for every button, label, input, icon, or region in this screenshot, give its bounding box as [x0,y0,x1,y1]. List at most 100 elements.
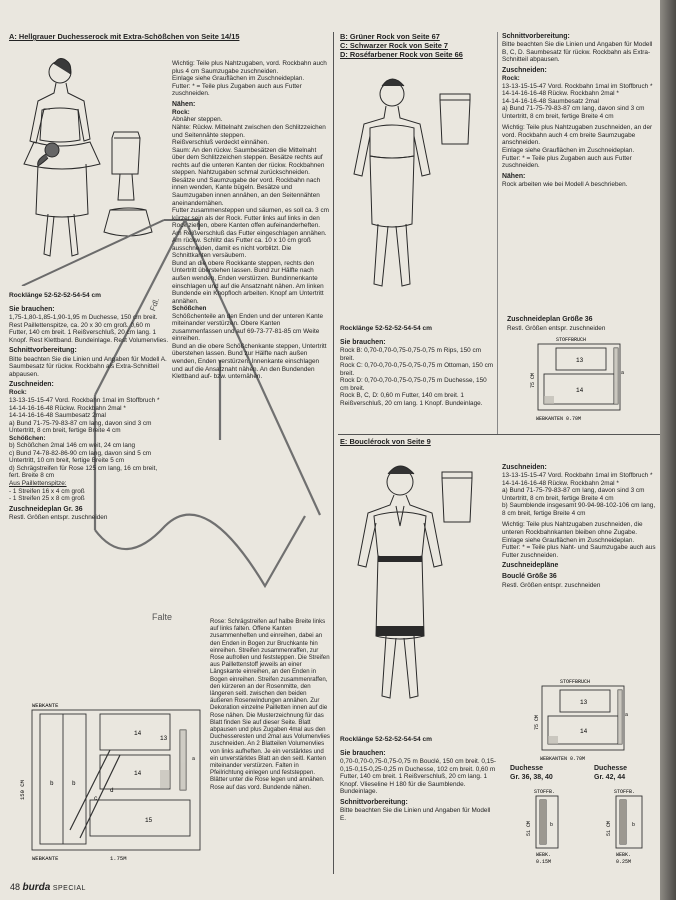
webkante-top-label: WEBKANTE [32,702,59,709]
piece-label: 15 [145,817,153,824]
sie-brauchen-heading: Sie brauchen: [340,750,386,757]
length-label: 0.15M [536,859,551,865]
piece-label: a [192,756,195,762]
zuschneiden-line: b) Schößchen 2mal 146 cm weit, 24 cm lan… [9,442,136,450]
zuschneiden-line: b) Saumblende insgesamt 90-94-98-102-106… [502,502,656,517]
naehen-heading: Nähen: [172,100,196,108]
schnittvorbereitung-text: Bitte beachten Sie die Linien und Angabe… [340,807,491,822]
piece-label: b [550,822,553,828]
naehen-text: Rock arbeiten wie bei Modell A beschrieb… [502,180,628,188]
schnittvorbereitung-heading: Schnittvorbereitung: [9,347,77,355]
wichtig-line: Futter: * = Teile plus Zugaben auch aus … [502,154,632,170]
cutting-layout-bcd: STOFFBRUCH WEBKANTEN 0.70M 75 CM 13 14 a [530,337,624,422]
sie-brauchen-text: 1,75-1,80-1,85-1,90-1,95 m Duchesse, 150… [9,314,169,344]
zuschneiden-line: Aus Paillettenspitze: [9,480,67,487]
section-d-title: D: Roséfarbener Rock von Seite 66 [340,50,463,59]
naehen-line: Reißverschluß verdeckt einnähen. [172,139,269,147]
naehen-line: Bund an die obere Rockkante steppen, rec… [172,259,324,305]
duchesse2-sizes: Gr. 42, 44 [594,774,626,781]
zuschneiden-line: 14-14-16-16-48 Rückw. Rockbahn 2mal * [9,404,126,412]
duchesse2-heading: Duchesse [594,765,628,772]
zuschneiden-line: 13-13-15-15-47 Vord. Rockbahn 1mal im St… [502,472,653,480]
wichtig-line: Futter: * = Teile plus Naht- und Saumzug… [502,544,656,559]
magazine-page: A: Hellgrauer Duchesserock mit Extra-Sch… [0,0,660,900]
naehen-line: Saum: An den rückw. Saumbesätzen die Mit… [172,146,325,207]
piece-label: 13 [160,735,168,742]
schnittvorbereitung-heading: Schnittvorbereitung: [340,798,408,806]
plan-sub: Restl. Größen entspr. zuschneiden [507,325,606,332]
section-divider [338,434,660,435]
zuschneiden-line: c) Bund 74-78-82-86-90 cm lang, davon si… [9,449,152,465]
side-label: 51 CM [526,821,532,836]
schnittvorbereitung-text: Bitte beachten Sie die Linien und Angabe… [9,355,167,363]
rocklaenge-e: Rocklänge 52-52-52-54-54 cm [340,736,432,743]
piece-label: a [625,712,628,718]
zuschneiden-line: Rock: [9,389,27,397]
webkanten-label: WEBKANTEN 0.70M [540,756,585,762]
col-right-e: Zuschneiden: 13-13-15-15-47 Vord. Rockba… [502,464,657,589]
col-e: Sie brauchen: 0,70-0,70-0,75-0,75-0,75 m… [340,747,498,822]
webkanten-label: WEBKANTEN 0.70M [536,416,581,422]
rock-heading: Rock: [172,108,190,116]
wichtig-line: Futter: * = Teile plus Zugaben auch aus … [172,82,302,98]
special-label: SPECIAL [52,885,86,892]
cutting-layout-boucle: STOFFBRUCH WEBKANTEN 0.70M 75 CM 13 14 a [534,679,628,762]
zuschneiden-heading: Zuschneiden: [502,464,547,471]
zuschneiden-line: 14-14-16-16-48 Rückw. Rockbahn 2mal * [502,90,619,98]
side-label: 75 CM [530,373,536,388]
cutting-layout-a: WEBKANTE WEBKANTE 1.75M 150 CM 14 14 13 … [19,702,201,862]
pattern-overlay [93,219,322,589]
column-divider [333,32,334,874]
piece-label: b [50,780,54,787]
piece-label: c [94,795,98,802]
piece-label: b [632,822,635,828]
piece-label: 14 [134,730,142,737]
rocklaenge-bcd: Rocklänge 52-52-52-54-54 cm [340,325,432,332]
wichtig-line: Einlage siehe Grauflächen im Zuschneidep… [172,75,305,83]
col-right-bcd: Schnittvorbereitung: Bitte beachten Sie … [502,33,657,188]
brand-logo: burda [22,882,51,893]
piece-label: 13 [580,699,588,706]
section-e-title: E: Bouclérock von Seite 9 [340,437,431,446]
height-label: 150 CM [19,780,26,800]
stoffbruch-label: STOFFBRUCH [560,679,590,685]
piece-label: d [110,787,114,794]
zuschneiden-line: 14-14-16-16-48 Saumbesatz 2mal [9,412,106,420]
piece-label: 13 [576,357,584,364]
wichtig-line: Einlage siehe Grauflächen im Zuschneidep… [502,536,635,544]
zuschneiden-line: d) Schrägstreifen für Rose 125 cm lang, … [9,464,158,480]
col-a-right-bottom: Rose: Schrägstreifen auf halbe Breite li… [210,618,330,791]
piece-label: 14 [576,387,584,394]
col-a-right: Wichtig: Teile plus Nahtzugaben, vord. R… [172,60,330,381]
sie-brauchen-line: Rock D: 0,70-0,70-0,75-0,75-0,75 m Duche… [340,377,487,392]
schoesschen-heading: Schößchen [172,305,207,313]
naehen-line: Abnäher steppen. [172,116,223,124]
naehen-line: Nähte: Rückw. Mittelnaht zwischen den Sc… [172,124,326,139]
rocklaenge-a: Rocklänge 52-52-52-54-54 cm [9,292,101,299]
sie-brauchen-line: Rock B, C, D: 0,60 m Futter, 140 cm brei… [340,392,483,408]
piece-label: 14 [134,770,142,777]
duchesse1-heading: Duchesse [510,765,544,772]
page-footer: 48 burda SPECIAL [10,882,86,893]
cutting-layout-duchesse2: STOFFB. 51 CM b WEBK. 0.25M [606,789,643,865]
column-divider [497,32,498,434]
col-bcd: Sie brauchen: Rock B: 0,70-0,70-0,75-0,7… [340,336,495,408]
page-edge-shadow [660,0,676,900]
sie-brauchen-text: 0,70-0,70-0,75-0,75-0,75 m Bouclé, 150 c… [340,758,496,796]
schnittvorbereitung-heading: Schnittvorbereitung: [502,33,570,40]
plan-heading: Zuschneideplan Größe 36 [507,316,593,323]
piece-label: b [72,780,76,787]
zuschneiden-line: a) Bund 71-75-79-83-87 cm lang, davon si… [502,487,645,502]
zuschneiden-line: 13-13-15-15-47 Vord. Rockbahn 1mal im St… [9,396,160,404]
schoesschen-line: Bund an die obere Schößchenkante steppen… [172,342,327,381]
stoffb-label: STOFFB. [614,789,635,795]
wichtig-line: Einlage siehe Grauflächen im Zuschneidep… [502,146,635,154]
stoffb-label: STOFFB. [534,789,555,795]
side-label: 51 CM [606,821,612,836]
webkante-bottom-label: WEBKANTE [32,855,59,862]
zuschneiden-line: a) Bund 71-75-79-83-87 cm lang, davon si… [502,105,645,120]
naehen-line: Futter zusammensteppen und säumen, es so… [172,207,330,260]
zuschneideplaene-heading: Zuschneidepläne [502,562,559,570]
naehen-heading: Nähen: [502,172,526,180]
boucle-sub: Restl. Größen entspr. zuschneiden [502,581,601,589]
